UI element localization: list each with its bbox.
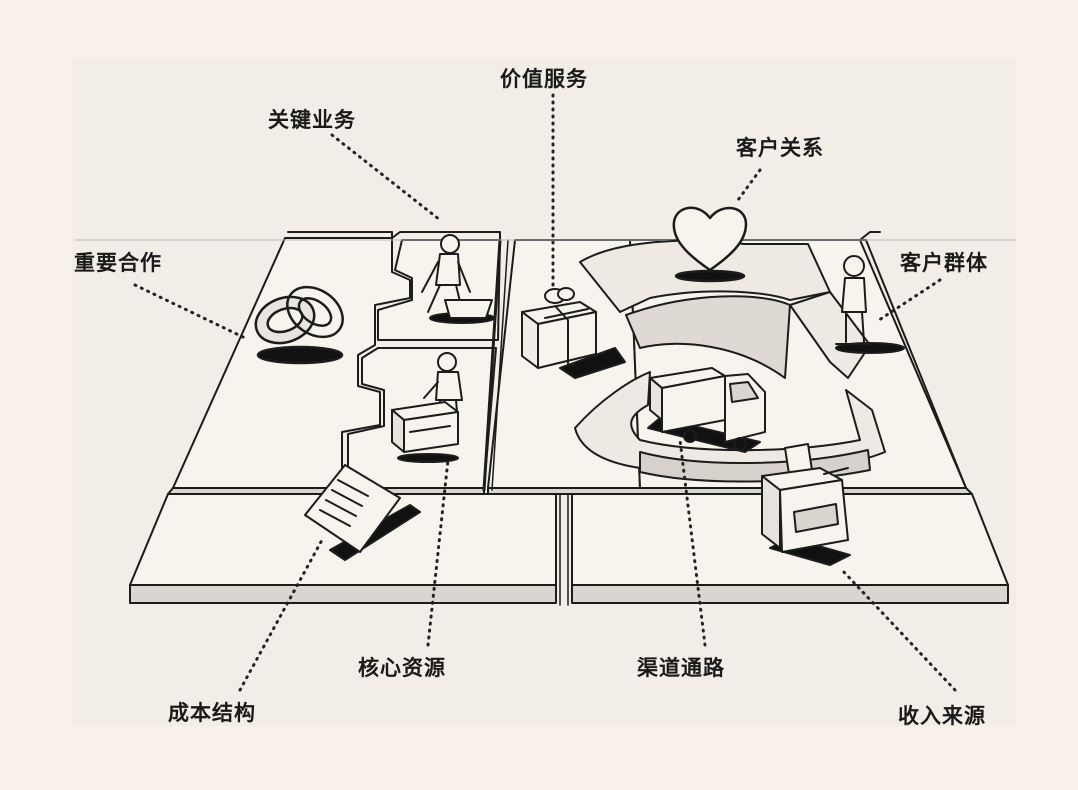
label-customer-segments: 客户群体 <box>900 251 988 275</box>
linked-rings-icon <box>254 285 344 365</box>
receipt-document-icon <box>304 464 421 561</box>
label-key-partners: 重要合作 <box>74 251 162 275</box>
person-with-machine-icon <box>391 352 463 463</box>
gift-box-icon <box>521 287 626 379</box>
person-icon <box>835 255 905 354</box>
worker-with-wheelbarrow-icon <box>421 234 495 324</box>
heart-icon <box>672 206 748 283</box>
leader-cost-structure <box>238 538 324 692</box>
leader-customer-relationships <box>736 168 762 202</box>
leader-lines <box>133 93 957 692</box>
label-value-propositions: 价值服务 <box>500 67 588 91</box>
leader-key-activities <box>330 133 442 222</box>
leader-customer-segments <box>874 278 942 324</box>
label-cost-structure: 成本结构 <box>168 701 256 725</box>
leader-channels <box>678 438 707 647</box>
label-channels: 渠道通路 <box>637 656 725 680</box>
canvas-board-edges <box>74 231 1016 606</box>
leader-key-partners <box>133 283 247 340</box>
label-revenue-streams: 收入来源 <box>898 704 986 728</box>
label-key-activities: 关键业务 <box>268 108 356 132</box>
leader-key-resources <box>426 458 450 647</box>
label-customer-relationships: 客户关系 <box>736 136 824 160</box>
label-key-resources: 核心资源 <box>358 656 446 680</box>
cash-register-icon <box>761 443 851 566</box>
delivery-truck-icon <box>647 367 766 453</box>
leader-revenue-streams <box>840 568 957 692</box>
